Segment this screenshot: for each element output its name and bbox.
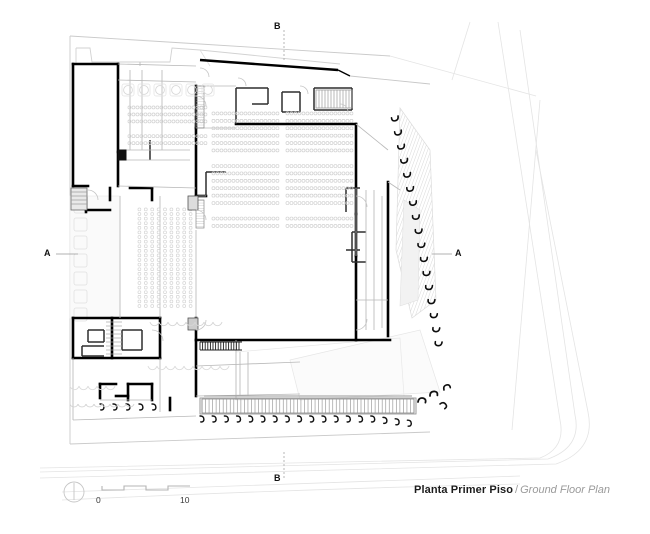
shrub-row-mid [69,321,230,391]
stair-upper-right [315,89,353,109]
terrace-outline [199,395,417,415]
title-separator: / [515,484,519,496]
tree-row-right [390,115,443,347]
auditorium-seating-left [211,111,280,228]
reading-room-seating [137,207,193,308]
title-block: Planta Primer Piso/Ground Floor Plan [330,484,610,497]
terrace-steps [201,398,415,414]
plan-title-es: Planta Primer Piso [414,484,514,496]
scale-end-label: 10 [180,495,190,505]
upper-room-seating [127,105,208,145]
forecourt-planters [73,199,88,322]
section-marker-b-bottom: B [274,473,281,483]
vertical-circulation-cores [117,85,205,331]
shrub-row-left [69,403,135,408]
section-marker-a-left: A [44,248,51,258]
scale-bar-graphic [63,481,190,503]
tree-row-bottom [199,384,452,427]
site-context-lines [39,21,590,501]
round-table-row [121,83,215,97]
stair-service-left [70,187,88,211]
plan-title-en: Ground Floor Plan [520,484,610,496]
scale-start-label: 0 [96,495,101,505]
section-marker-b-top: B [274,21,281,31]
secondary-building-lines [72,62,401,421]
stair-lower-left [106,321,122,355]
auditorium-seating-right [285,111,354,228]
section-marker-a-right: A [455,248,462,258]
roof-canopy [75,47,431,85]
entry-steps [199,341,242,351]
